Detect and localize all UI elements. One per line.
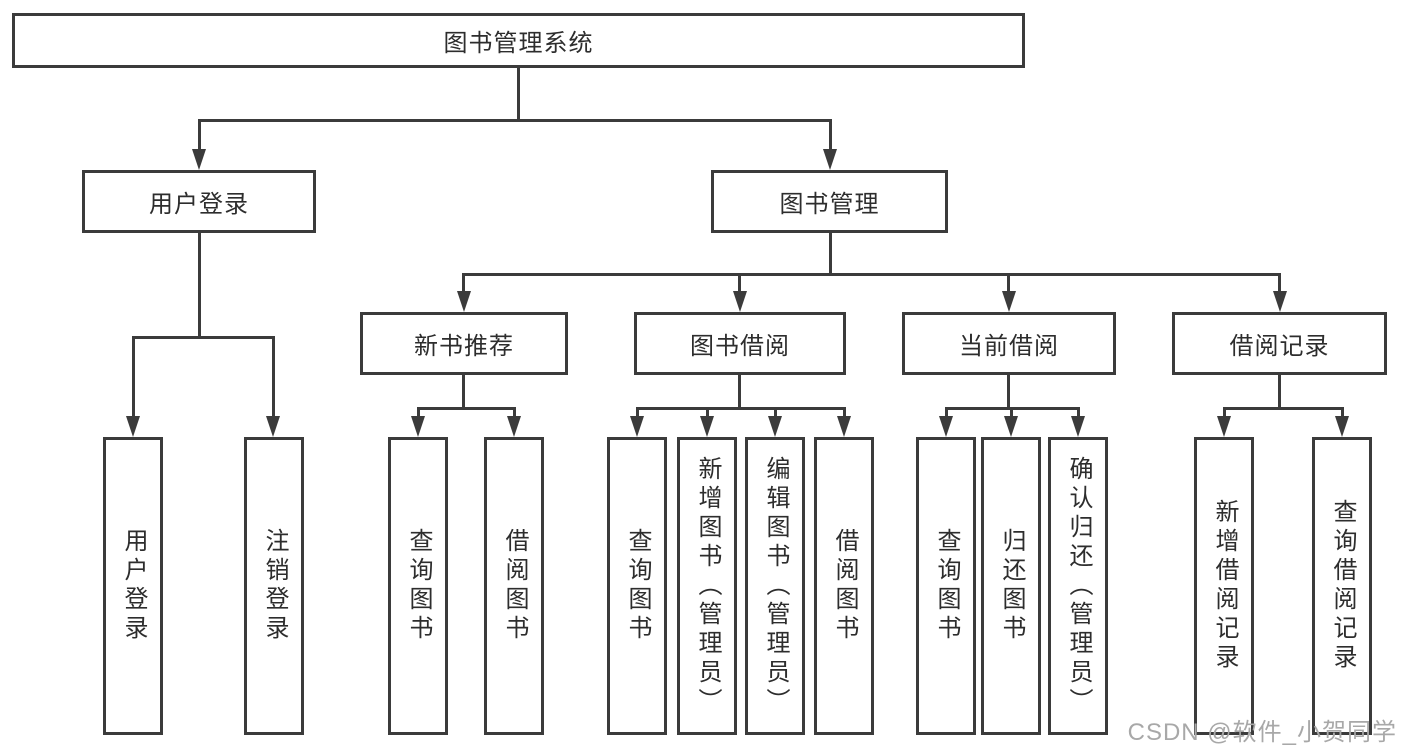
connector-line xyxy=(1223,407,1226,421)
arrowhead-down-icon xyxy=(411,416,425,437)
arrowhead-down-icon xyxy=(457,291,471,312)
arrowhead-down-icon xyxy=(823,149,837,170)
connector-line xyxy=(272,336,275,420)
leaf-confirm-return-admin: 确认归还（管理员） xyxy=(1048,437,1108,735)
connector-line xyxy=(738,273,741,295)
connector-line xyxy=(1223,407,1344,410)
leaf-query-borrow-record: 查询借阅记录 xyxy=(1312,437,1372,735)
arrowhead-down-icon xyxy=(939,416,953,437)
csdn-watermark: CSDN @软件_小贺同学 xyxy=(1127,719,1397,746)
node-library-management-system: 图书管理系统 xyxy=(12,13,1025,68)
leaf-borrow-books: 借阅图书 xyxy=(484,437,544,735)
connector-line xyxy=(462,273,465,295)
arrowhead-down-icon xyxy=(1273,291,1287,312)
connector-line xyxy=(417,407,516,410)
leaf-query-books: 查询图书 xyxy=(607,437,667,735)
arrowhead-down-icon xyxy=(1071,416,1085,437)
connector-line xyxy=(843,407,846,421)
connector-line xyxy=(132,336,135,420)
leaf-query-books: 查询图书 xyxy=(916,437,976,735)
node-user-login: 用户登录 xyxy=(82,170,316,233)
connector-line xyxy=(1077,407,1080,421)
arrowhead-down-icon xyxy=(1002,291,1016,312)
node-new-book-recommend: 新书推荐 xyxy=(360,312,568,375)
connector-line xyxy=(1010,407,1013,421)
connector-line xyxy=(1278,273,1281,295)
connector-line xyxy=(513,407,516,421)
connector-line xyxy=(774,407,777,421)
connector-line xyxy=(198,233,201,336)
leaf-logout: 注销登录 xyxy=(244,437,304,735)
arrowhead-down-icon xyxy=(733,291,747,312)
arrowhead-down-icon xyxy=(768,416,782,437)
connector-line xyxy=(198,119,832,122)
connector-line xyxy=(945,407,948,421)
connector-line xyxy=(829,233,832,273)
arrowhead-down-icon xyxy=(126,416,140,437)
connector-line xyxy=(1278,375,1281,407)
node-book-management: 图书管理 xyxy=(711,170,948,233)
leaf-edit-books-admin: 编辑图书（管理员） xyxy=(745,437,805,735)
connector-line xyxy=(132,336,275,339)
connector-line xyxy=(738,375,741,407)
arrowhead-down-icon xyxy=(837,416,851,437)
leaf-return-books: 归还图书 xyxy=(981,437,1041,735)
connector-line xyxy=(1007,273,1010,295)
arrowhead-down-icon xyxy=(700,416,714,437)
leaf-borrow-books: 借阅图书 xyxy=(814,437,874,735)
arrowhead-down-icon xyxy=(192,149,206,170)
connector-line xyxy=(1341,407,1344,421)
connector-line xyxy=(706,407,709,421)
leaf-add-borrow-record: 新增借阅记录 xyxy=(1194,437,1254,735)
connector-line xyxy=(462,375,465,407)
node-current-borrowing: 当前借阅 xyxy=(902,312,1116,375)
connector-line xyxy=(636,407,639,421)
leaf-add-books-admin: 新增图书（管理员） xyxy=(677,437,737,735)
connector-line xyxy=(462,273,1281,276)
connector-line xyxy=(198,119,201,153)
arrowhead-down-icon xyxy=(1217,416,1231,437)
connector-line xyxy=(517,68,520,119)
arrowhead-down-icon xyxy=(507,416,521,437)
connector-line xyxy=(636,407,846,410)
connector-line xyxy=(829,119,832,153)
leaf-user-login: 用户登录 xyxy=(103,437,163,735)
arrowhead-down-icon xyxy=(1335,416,1349,437)
arrowhead-down-icon xyxy=(1004,416,1018,437)
arrowhead-down-icon xyxy=(630,416,644,437)
connector-line xyxy=(1007,375,1010,407)
arrowhead-down-icon xyxy=(266,416,280,437)
connector-line xyxy=(417,407,420,421)
leaf-query-books: 查询图书 xyxy=(388,437,448,735)
node-borrowing-records: 借阅记录 xyxy=(1172,312,1387,375)
node-book-borrowing: 图书借阅 xyxy=(634,312,846,375)
